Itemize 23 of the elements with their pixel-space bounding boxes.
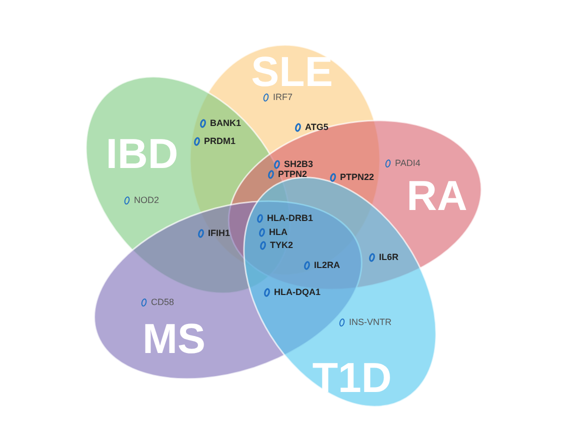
gene-label: NOD2: [134, 195, 160, 205]
gene-label: PTPN22: [340, 172, 374, 182]
gene-label: IL2RA: [314, 260, 340, 270]
gene-label: ATG5: [305, 122, 328, 132]
set-label: IBD: [106, 132, 178, 176]
gene-label: IL6R: [379, 252, 399, 262]
set-label: RA: [406, 174, 468, 218]
gene-label: TYK2: [270, 240, 294, 250]
set-label: MS: [142, 317, 206, 361]
gene-label: PRDM1: [204, 136, 236, 146]
gene-label: SH2B3: [284, 159, 314, 169]
gene-label: HLA-DRB1: [267, 213, 313, 223]
gene-label: CD58: [151, 297, 174, 307]
gene-label: INS-VNTR: [349, 317, 392, 327]
gene-label: BANK1: [210, 118, 242, 128]
gene-label: HLA: [269, 227, 288, 237]
gene-label: PADI4: [395, 158, 420, 168]
gene-label: HLA-DQA1: [274, 287, 320, 297]
gene-label: IRF7: [273, 92, 293, 102]
gene-label: PTPN2: [278, 169, 308, 179]
gene-label: IFIH1: [208, 228, 230, 238]
set-label: SLE: [251, 50, 333, 94]
set-label: T1D: [312, 356, 392, 400]
